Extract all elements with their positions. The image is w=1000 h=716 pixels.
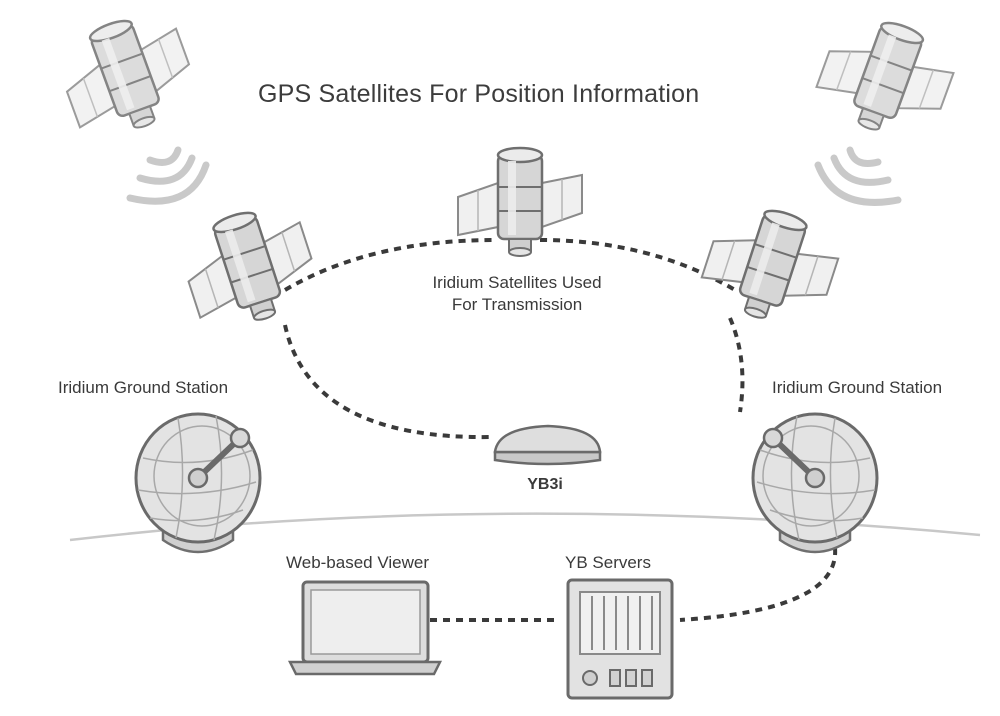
iridium-label-line2: For Transmission (451, 295, 583, 314)
web-viewer-label: Web-based Viewer (286, 553, 430, 572)
server-icon (566, 578, 674, 700)
yb3i-device-label: YB3i (527, 476, 563, 493)
link-left-sat-to-center-sat (283, 238, 496, 292)
diagram-title: GPS Satellites For Position Information (258, 80, 700, 108)
iridium-label-line1: Iridium Satellites Used (432, 273, 602, 292)
signal-waves-right-icon (814, 146, 902, 206)
iridium-satellites-label: Iridium Satellites Used For Transmission (432, 272, 601, 316)
iridium-satellite-left-icon (172, 195, 326, 339)
link-ground-station-to-servers (679, 547, 838, 622)
signal-waves-left-icon (126, 146, 210, 205)
link-left-sat-to-device (283, 324, 493, 440)
gps-satellite-left-icon (48, 1, 205, 149)
iridium-satellite-right-icon (694, 193, 848, 337)
yb3i-device-icon (493, 424, 602, 466)
gps-satellite-right-icon (808, 3, 965, 151)
transmission-links (283, 238, 838, 622)
yb-servers-label: YB Servers (565, 553, 651, 572)
link-center-sat-to-right-sat (539, 238, 737, 292)
link-right-sat-to-ground-station (728, 317, 745, 413)
ground-station-right-label: Iridium Ground Station (772, 378, 943, 397)
ground-station-left-label: Iridium Ground Station (58, 378, 229, 397)
ground-station-right-icon (753, 414, 877, 552)
laptop-icon (287, 580, 443, 676)
